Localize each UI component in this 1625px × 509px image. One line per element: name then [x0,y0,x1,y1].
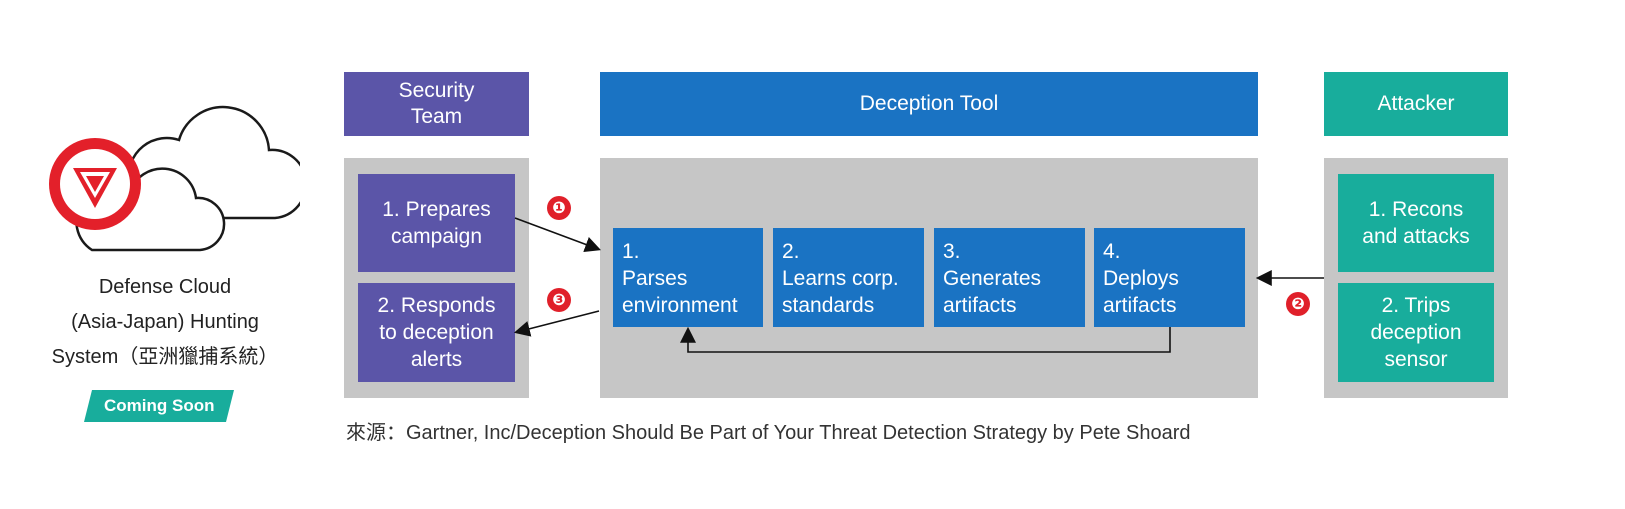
flow-marker-3: ❸ [547,288,571,312]
arrow-tool-to-responds [513,310,600,337]
deception-step-learns-standards: 2. Learns corp. standards [773,228,924,327]
product-name-line-2: (Asia-Japan) Hunting [71,311,259,333]
arrow-campaign-to-tool [514,217,601,253]
attacker-step-trips-sensor: 2. Trips deception sensor [1338,283,1494,382]
product-name-line-1: Defense Cloud [98,276,232,298]
attacker-step-recons-attacks: 1. Recons and attacks [1338,174,1494,272]
cloud-shield-logo [49,105,300,252]
security-step-prepares-campaign: 1. Prepares campaign [358,174,515,272]
security-team-header: Security Team [344,72,529,136]
arrow-deploy-loop [680,326,1171,353]
deception-step-deploys-artifacts: 4. Deploys artifacts [1094,228,1245,327]
security-step-responds-alerts: 2. Responds to deception alerts [358,283,515,382]
deception-tool-header: Deception Tool [600,72,1258,136]
product-name: Defense Cloud (Asia-Japan) Hunting Syste… [20,270,310,375]
attacker-header: Attacker [1324,72,1508,136]
flow-marker-2: ❷ [1286,292,1310,316]
flow-marker-1: ❶ [547,196,571,220]
deception-step-generates-artifacts: 3. Generates artifacts [934,228,1085,327]
shield-emblem-icon [49,138,141,230]
deception-step-parses-environment: 1. Parses environment [613,228,763,327]
source-caption: 來源：Gartner, Inc/Deception Should Be Part… [346,422,1191,444]
product-name-line-3: System（亞洲獵捕系統） [51,346,279,368]
